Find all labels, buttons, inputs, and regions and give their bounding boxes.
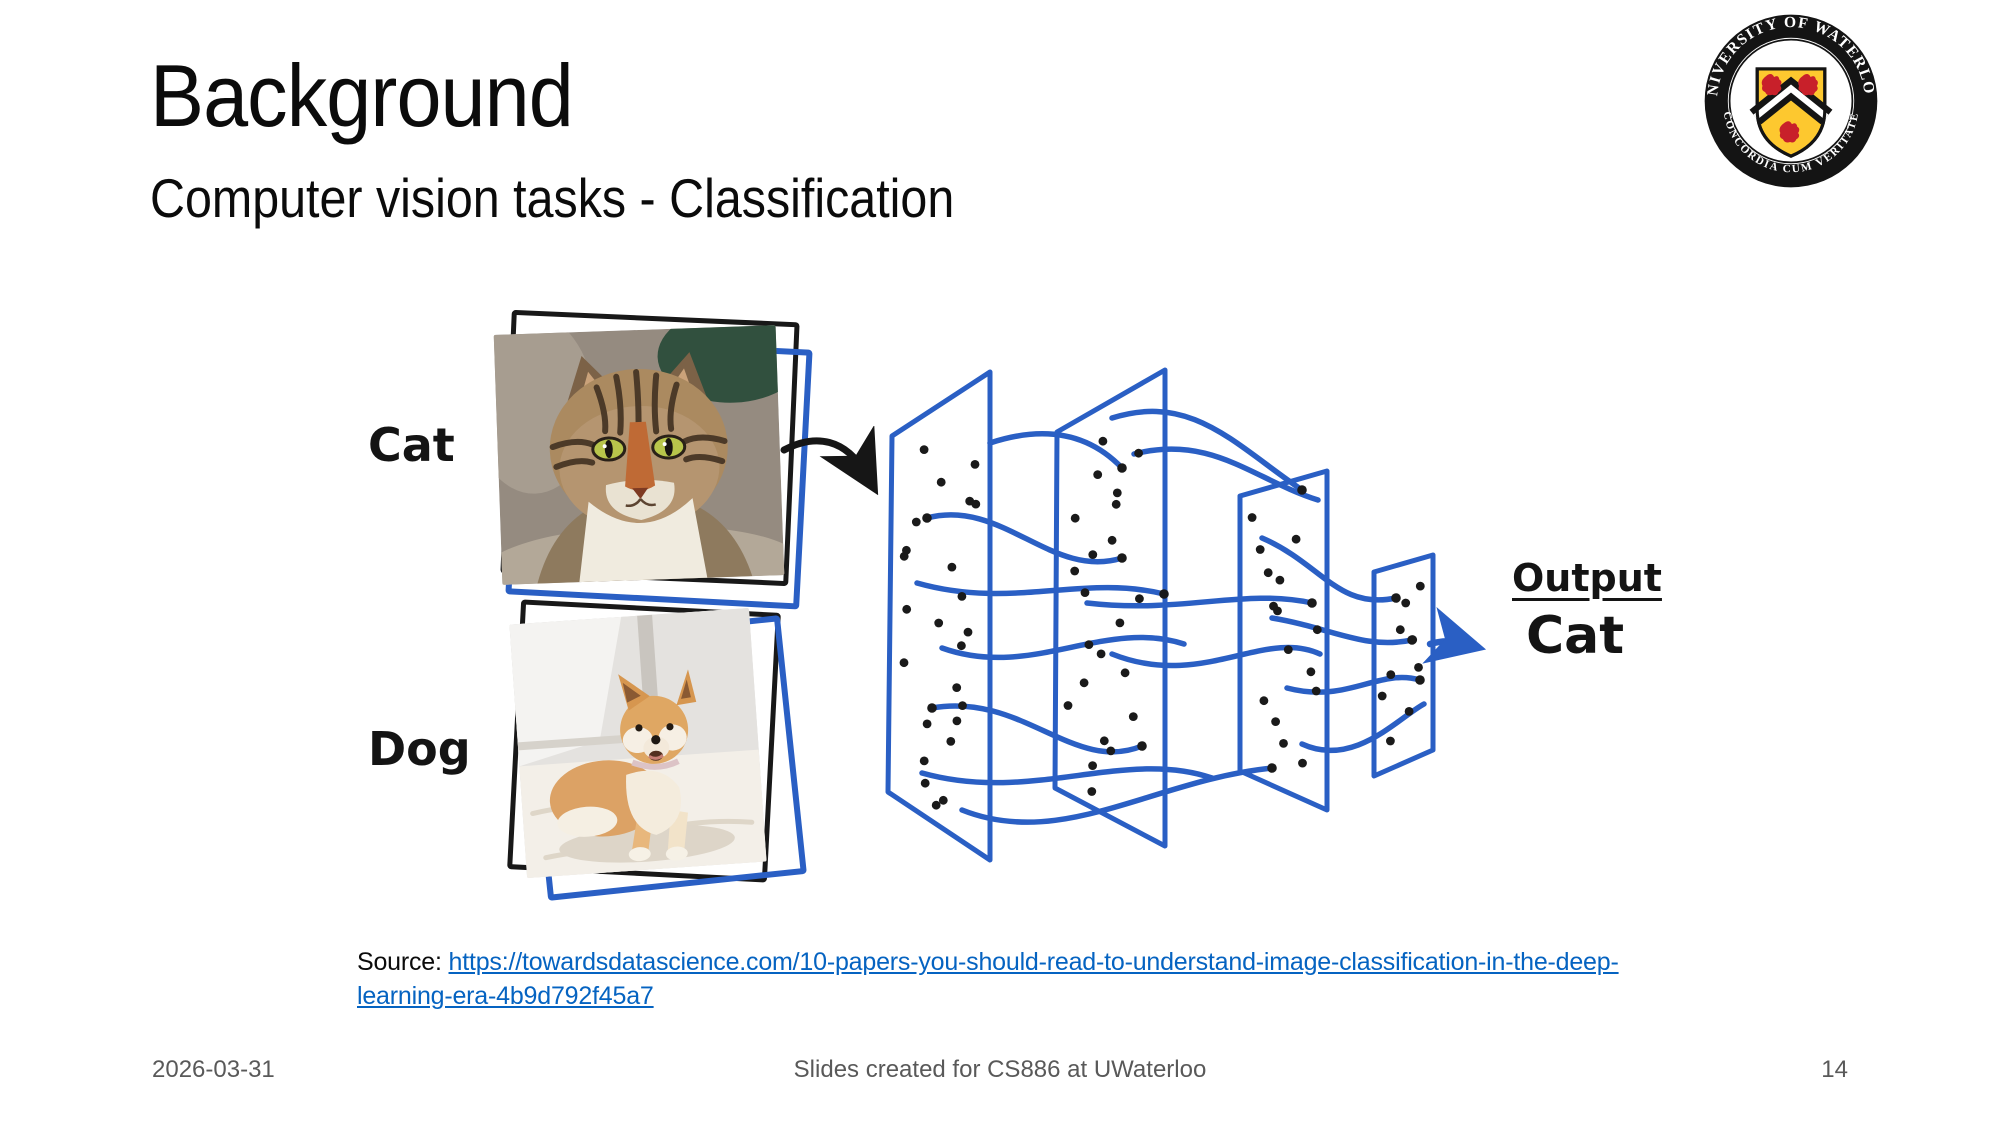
cat-label: Cat [368, 418, 455, 472]
input-arrow-icon [780, 426, 879, 496]
cat-photo-illustration [493, 325, 785, 585]
network-connections [914, 408, 1427, 825]
cat-photo [493, 325, 785, 585]
output-value: Cat [1526, 606, 1625, 666]
dog-photo-illustration [509, 607, 767, 879]
source-link-line2[interactable]: learning-era-4b9d792f45a7 [357, 981, 654, 1010]
source-link-line1[interactable]: https://towardsdatascience.com/10-papers… [448, 948, 1619, 976]
dog-photo [509, 607, 767, 879]
output-label: Output [1512, 556, 1662, 600]
dog-label: Dog [368, 722, 471, 776]
slide-footer: 2026-03-31 Slides created for CS886 at U… [0, 1056, 2000, 1096]
source-link[interactable]: https://towardsdatascience.com/10-papers… [357, 948, 1619, 1010]
network-diagram [885, 367, 1487, 863]
page-subtitle: Computer vision tasks - Classification [150, 167, 955, 229]
source-caption: Source: https://towardsdatascience.com/1… [357, 946, 1619, 1013]
seal-shield [1749, 67, 1833, 158]
uwaterloo-logo: UNIVERSITY OF WATERLOO CONCORDIA CUM VER… [1702, 12, 1878, 188]
footer-page-number: 14 [1821, 1056, 1848, 1083]
footer-date: 2026-03-31 [152, 1056, 275, 1083]
network-dots [899, 436, 1425, 810]
connection-endpoint-dots [922, 463, 1425, 773]
network-layers [885, 367, 1436, 863]
output-arrow-icon [1422, 606, 1487, 664]
seal-lions [1761, 74, 1818, 143]
page-title: Background [150, 46, 574, 145]
source-prefix: Source: [357, 948, 449, 976]
footer-caption: Slides created for CS886 at UWaterloo [793, 1056, 1207, 1083]
